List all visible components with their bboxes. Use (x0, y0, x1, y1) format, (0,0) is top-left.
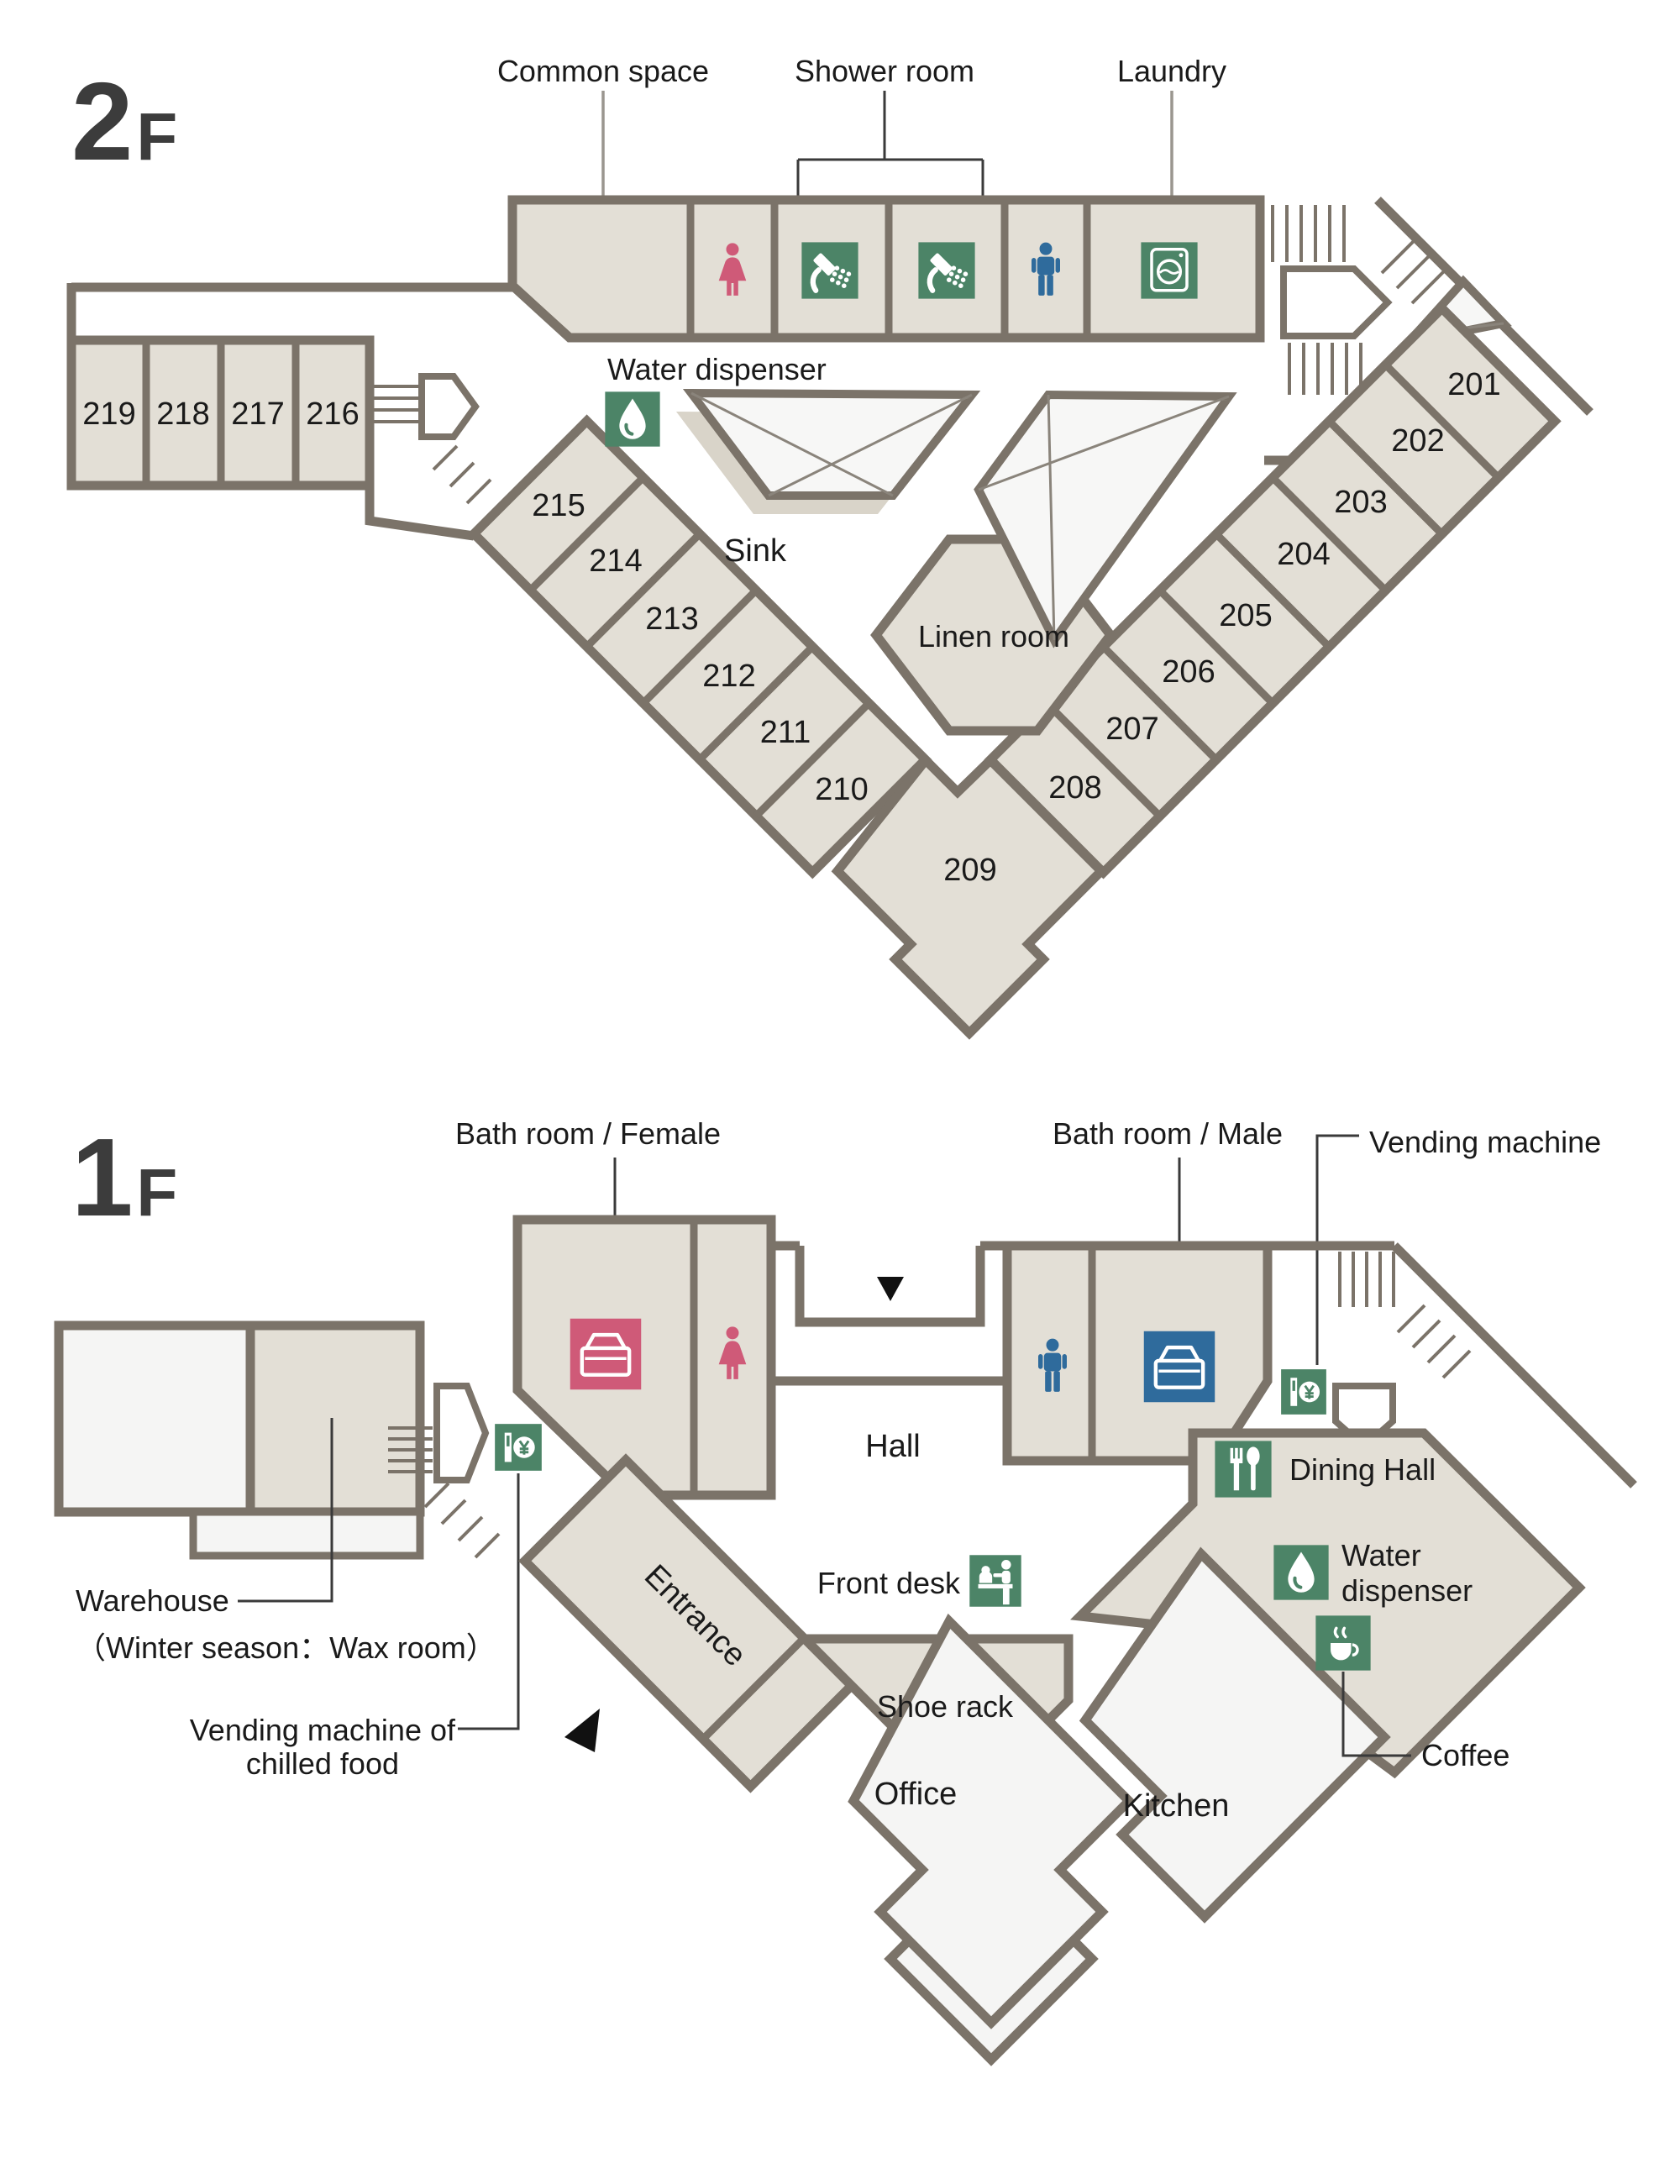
room-numbers-2f: 201 202 203 204 205 206 207 208 209 210 … (82, 367, 1500, 888)
water-dispenser-1f-label-line2: dispenser (1341, 1573, 1473, 1608)
floor-1f: 1F Bath room / Female Bath room / Male V… (54, 1116, 1637, 2066)
entrance-band (518, 1453, 858, 1793)
left-block-dividers (142, 340, 300, 486)
svg-text:216: 216 (306, 396, 359, 432)
stairs-1f-left (388, 1383, 501, 1559)
water-dispenser-2f-label: Water dispenser (607, 352, 827, 386)
coffee-icon (1315, 1614, 1372, 1672)
warehouse-porch (189, 1508, 424, 1560)
vending-chilled-leader (458, 1473, 520, 1730)
floor-1f-label: 1F (71, 1116, 177, 1239)
floor-2f: 2F Common space Shower room Laundry (66, 54, 1593, 1040)
laundry-icon (1140, 241, 1199, 300)
svg-text:210: 210 (815, 772, 868, 807)
svg-text:219: 219 (82, 396, 135, 432)
kitchen-label: Kitchen (1123, 1788, 1230, 1824)
vending-chilled-icon (494, 1423, 543, 1472)
bath-room-male (1002, 1241, 1273, 1466)
water-dispenser-icon (605, 391, 659, 446)
shower-icon (918, 242, 974, 298)
svg-text:206: 206 (1162, 654, 1215, 690)
vending-machine-label: Vending machine (1369, 1125, 1601, 1159)
svg-text:204: 204 (1277, 537, 1330, 572)
vending-machine-leader (1315, 1134, 1359, 1365)
water-dispenser-1f-label-line1: Water (1341, 1538, 1421, 1572)
warehouse-label-line1: Warehouse (76, 1583, 229, 1618)
top-band-dividers (686, 200, 1091, 338)
office-label: Office (874, 1777, 958, 1812)
office-room (848, 1613, 1136, 2029)
front-desk-label: Front desk (817, 1566, 961, 1600)
vending-machine-icon (1280, 1368, 1327, 1415)
svg-text:217: 217 (231, 396, 284, 432)
svg-text:215: 215 (532, 488, 585, 523)
svg-text:209: 209 (943, 853, 996, 888)
hall-label: Hall (865, 1429, 920, 1464)
wing-left (467, 414, 932, 879)
entry-arrow-left-icon (564, 1709, 600, 1752)
bath-room-female (512, 1215, 776, 1500)
coffee-label: Coffee (1421, 1738, 1509, 1772)
vending-chilled-label-line2: chilled food (246, 1746, 399, 1781)
sink-label: Sink (724, 533, 787, 569)
entry-arrow-down-icon (877, 1277, 904, 1301)
bath-male-icon (1144, 1331, 1215, 1402)
dining-hall-icon (1215, 1441, 1272, 1498)
bath-female-icon (570, 1319, 641, 1389)
linen-room-label: Linen room (918, 619, 1069, 654)
stairs-2f-left (372, 373, 509, 522)
svg-text:218: 218 (156, 396, 209, 432)
water-dispenser-icon (1273, 1545, 1328, 1599)
warehouse-leader (238, 1418, 333, 1603)
laundry-label: Laundry (1117, 54, 1226, 88)
common-space-label: Common space (497, 54, 709, 88)
bath-male-label: Bath room / Male (1053, 1116, 1283, 1151)
floor-2f-label: 2F (71, 60, 177, 183)
svg-text:211: 211 (760, 715, 811, 750)
shower-room-label: Shower room (795, 54, 974, 88)
shower-icon (801, 242, 858, 298)
room-209 (831, 753, 1108, 1040)
coffee-leader (1341, 1672, 1411, 1757)
front-desk-icon (969, 1555, 1021, 1607)
warehouse-room (245, 1320, 425, 1517)
bath-female-label: Bath room / Female (455, 1116, 721, 1151)
svg-text:208: 208 (1048, 770, 1101, 806)
svg-text:205: 205 (1219, 598, 1272, 633)
svg-text:207: 207 (1105, 711, 1158, 747)
dining-hall-label: Dining Hall (1289, 1452, 1436, 1487)
warehouse-label-line2: （Winter season：Wax room） (76, 1630, 496, 1665)
kitchen-room (1079, 1546, 1391, 1924)
svg-text:214: 214 (589, 543, 642, 579)
svg-text:202: 202 (1391, 423, 1444, 459)
shoe-rack-label: Shoe rack (877, 1689, 1014, 1724)
svg-text:201: 201 (1447, 367, 1500, 402)
svg-text:203: 203 (1334, 485, 1387, 520)
svg-text:212: 212 (702, 659, 755, 694)
svg-text:213: 213 (645, 601, 698, 637)
outer-wall-step (365, 486, 475, 541)
vending-chilled-label-line1: Vending machine of (190, 1713, 456, 1747)
